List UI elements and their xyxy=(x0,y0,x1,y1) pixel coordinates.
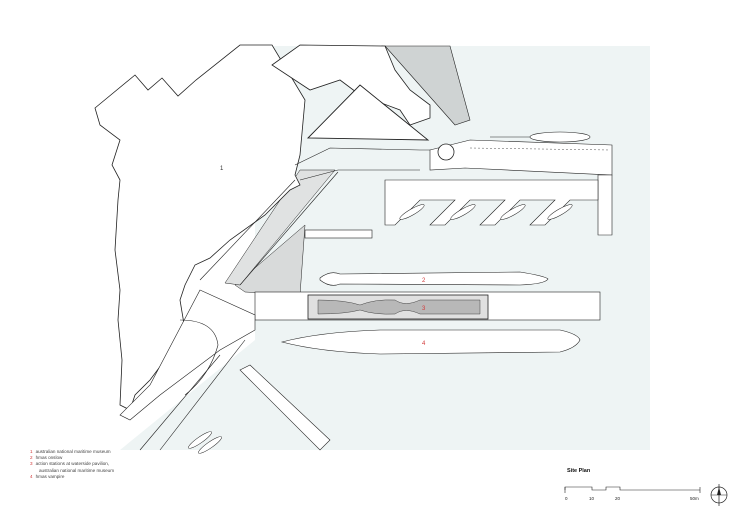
lower-wharf xyxy=(119,289,256,421)
small-boat xyxy=(399,204,425,220)
label-pavilion: 3 xyxy=(422,306,426,312)
small-boat xyxy=(188,431,212,449)
scale-tick-0: 0 xyxy=(565,496,568,501)
label-onslow: 2 xyxy=(422,278,426,284)
museum-wing-top xyxy=(271,44,431,126)
small-boat xyxy=(198,436,222,454)
drawing-title: Site Plan xyxy=(567,468,591,474)
pier-extension xyxy=(597,174,613,236)
lower-pier xyxy=(239,364,331,451)
wharf-hatched-top xyxy=(384,45,471,126)
onslow-hull xyxy=(319,271,549,286)
museum-outline xyxy=(94,44,306,411)
legend-item: australian national maritime museum xyxy=(39,467,115,473)
pier-dash xyxy=(469,147,611,151)
pavilion-interior xyxy=(317,299,481,315)
small-jetty xyxy=(304,229,373,239)
scale-tick-10: 10 xyxy=(589,496,595,501)
scale-tick-50: 50m xyxy=(690,496,699,501)
finger-jetties xyxy=(384,179,599,226)
scale-tick-20: 20 xyxy=(615,496,621,501)
museum-wing-triangle xyxy=(306,84,430,141)
north-arrow-icon xyxy=(710,484,728,506)
vampire-hull xyxy=(280,329,581,355)
promenade-edge-3 xyxy=(199,179,296,281)
promenade-edge-2 xyxy=(299,169,420,181)
small-boat xyxy=(500,204,526,220)
bollard-circle xyxy=(437,143,455,161)
water-lower-left xyxy=(120,340,255,450)
lower-diagonal-1 xyxy=(139,354,221,451)
scale-bar: 0 10 20 50m xyxy=(564,486,701,501)
label-vampire: 4 xyxy=(422,341,426,347)
sailboat xyxy=(529,131,591,143)
small-boat xyxy=(450,204,476,220)
lower-diagonal-2 xyxy=(159,339,246,451)
label-museum: 1 xyxy=(220,166,224,172)
promenade-edge-4 xyxy=(239,171,339,286)
small-boat xyxy=(547,204,573,220)
curved-stair xyxy=(179,319,219,396)
